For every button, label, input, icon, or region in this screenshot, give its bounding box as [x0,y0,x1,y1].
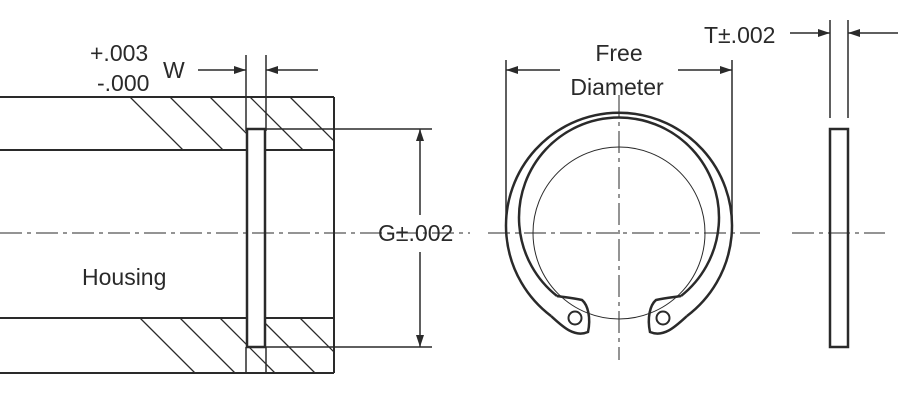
thickness-dimension [790,20,898,118]
width-label: W [163,57,185,83]
width-dimension [198,55,318,97]
ring-front-view [504,111,734,335]
tolerance-plus-label: +.003 [90,40,148,66]
ring-side-view [828,127,850,349]
housing-label: Housing [82,264,166,290]
diameter-label: Diameter [570,74,664,100]
hatch-top [129,97,334,150]
groove-dimension [266,128,432,348]
tolerance-minus-label: -.000 [97,70,149,96]
free-label: Free [595,40,642,66]
thickness-label: T±.002 [704,22,775,48]
ring-in-groove [245,127,267,349]
groove-label: G±.002 [378,220,453,246]
free-diameter-dimension [505,60,733,233]
housing-section [0,96,335,374]
